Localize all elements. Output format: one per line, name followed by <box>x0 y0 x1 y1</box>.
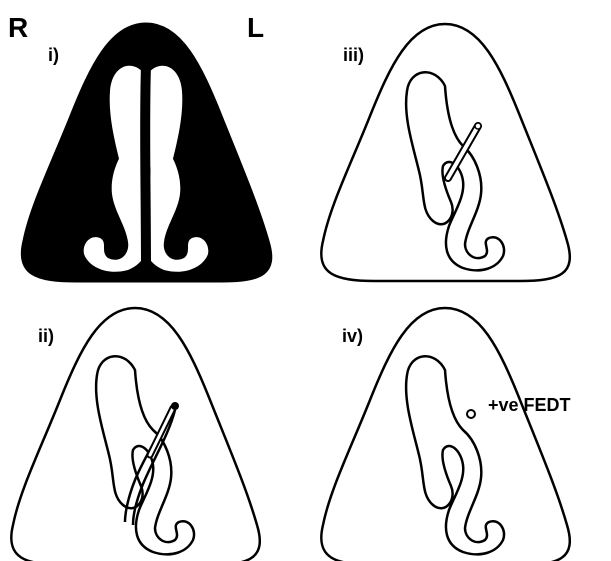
panel-i-drawing <box>22 24 271 281</box>
fedt-marker <box>467 410 475 418</box>
panel-iii-drawing <box>321 24 570 281</box>
panel-iv-drawing <box>321 308 570 561</box>
panel-ii-drawing <box>11 308 260 561</box>
